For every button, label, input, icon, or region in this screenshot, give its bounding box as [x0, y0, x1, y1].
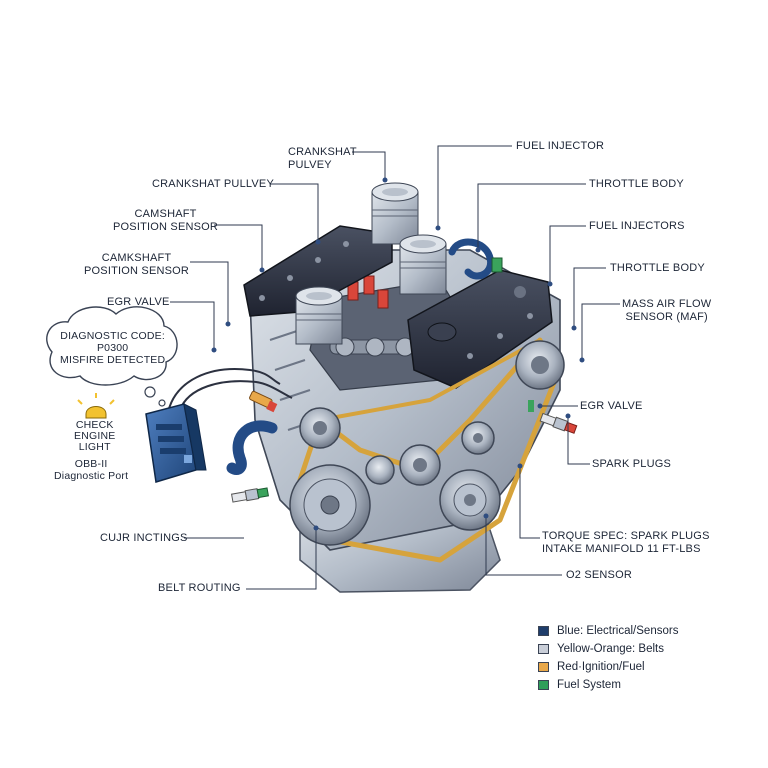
label-camshaft-position-sensor: CAMSHAFT POSITION SENSOR — [113, 208, 219, 233]
fuel-fitting — [491, 257, 503, 273]
piston-3 — [295, 286, 343, 345]
legend-item-electrical: Blue: Electrical/Sensors — [538, 622, 678, 640]
label-crankshaft-pulley: CRANKSHAT PULLVEY — [152, 178, 274, 190]
label-egr-valve-left: EGR VALVE — [107, 296, 170, 308]
label-camkshaft-position-sensor: CAMKSHAFT POSITION SENSOR — [84, 252, 190, 277]
legend-swatch-orange — [538, 662, 549, 672]
obd-module-icon — [145, 403, 207, 483]
obd-wire-2 — [179, 380, 293, 411]
loose-hose — [226, 420, 278, 475]
legend-label: Yellow-Orange: Belts — [557, 643, 664, 655]
obd-wire — [167, 368, 281, 413]
legend-label: Red·Ignition/Fuel — [557, 661, 645, 673]
diagnostic-bubble-text: DIAGNOSTIC CODE: P0300 MISFIRE DETECTED — [60, 330, 166, 366]
spark-plug-left — [230, 487, 270, 503]
pulley-main — [289, 464, 371, 546]
pulley-mid — [399, 444, 441, 486]
intake-hose — [448, 238, 495, 280]
piston-2 — [399, 234, 447, 295]
label-throttle-body-1: THROTTLE BODY — [589, 178, 684, 190]
pulley-right — [515, 340, 565, 390]
legend-label: Blue: Electrical/Sensors — [557, 625, 679, 637]
legend-label: Fuel System — [557, 679, 621, 691]
valve-cover-left — [243, 225, 393, 317]
legend-item-fuel: Fuel System — [538, 676, 678, 694]
label-crankshaft-pulley-top: CRANKSHAT PULVEY — [288, 146, 357, 171]
leader-lines — [170, 145, 620, 590]
spark-plug-right — [539, 412, 578, 434]
legend-item-ignition: Red·Ignition/Fuel — [538, 658, 678, 676]
warning-light-icon — [77, 393, 115, 419]
label-spark-plugs: SPARK PLUGS — [592, 458, 672, 470]
label-fuel-injectors: FUEL INJECTORS — [589, 220, 685, 232]
thought-bubble-icon — [46, 306, 178, 407]
piston-1 — [371, 182, 419, 245]
legend-swatch-blue — [538, 626, 549, 636]
label-belt-routing: BELT ROUTING — [158, 582, 241, 594]
label-maf-sensor: MASS AIR FLOW SENSOR (MAF) — [622, 298, 712, 323]
label-fuel-injector: FUEL INJECTOR — [516, 140, 605, 152]
leader-dots — [211, 177, 585, 531]
pulley-lower-right — [439, 469, 501, 531]
check-engine-light-label: CHECK ENGINE LIGHT — [74, 419, 116, 453]
legend-swatch-green — [538, 680, 549, 690]
label-o2-sensor: O2 SENSOR — [566, 569, 632, 581]
pulley-center — [365, 455, 395, 485]
legend-swatch-gray — [538, 644, 549, 654]
label-torque-spec: TORQUE SPEC: SPARK PLUGS INTAKE MANIFOLD… — [542, 530, 710, 555]
label-throttle-body-2: THROTTLE BODY — [610, 262, 705, 274]
egr-valve-right-part — [528, 400, 534, 412]
pulley-upper-left — [299, 407, 341, 449]
legend-item-belts: Yellow-Orange: Belts — [538, 640, 678, 658]
obd-port-label: OBB-II Diagnostic Port — [54, 458, 129, 482]
label-cujr-inctings: CUJR INCTINGS — [100, 532, 188, 544]
pulley-right-low — [461, 421, 495, 455]
label-egr-valve-right: EGR VALVE — [580, 400, 643, 412]
legend: Blue: Electrical/Sensors Yellow-Orange: … — [538, 622, 678, 694]
egr-connector — [249, 390, 278, 413]
